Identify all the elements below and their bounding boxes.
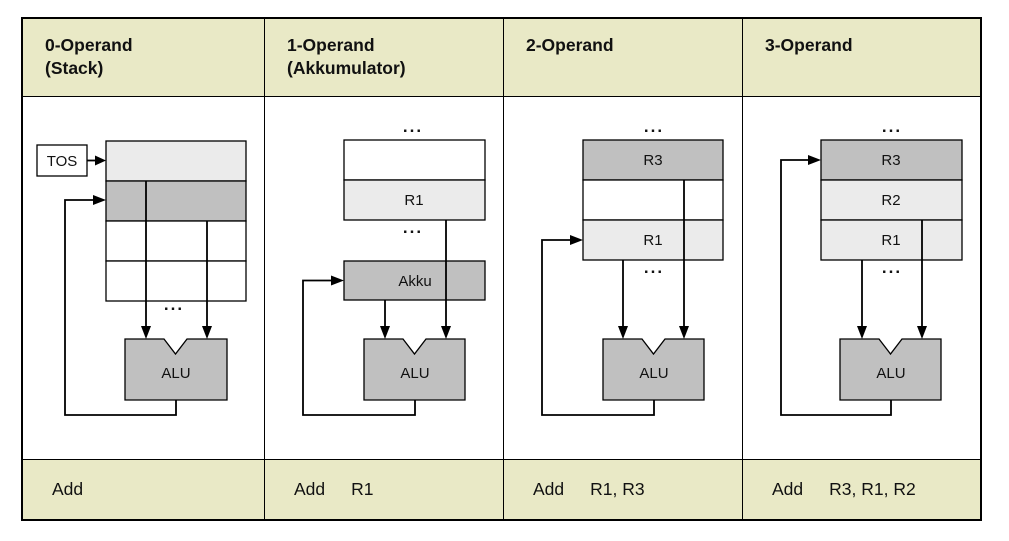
register-label: R2 [881, 192, 900, 209]
akku-label: Akku [398, 273, 431, 290]
right-arrowhead-icon [570, 235, 583, 245]
alu-label: ALU [161, 365, 190, 382]
register-row [343, 139, 486, 181]
writeback-path [64, 199, 177, 416]
register-row [582, 179, 724, 221]
alu-shape [124, 338, 228, 401]
column-0-operand: 0-Operand (Stack) TOS ... ALU [23, 19, 265, 519]
right-arrowhead-icon [93, 195, 106, 205]
tos-box [36, 144, 88, 177]
down-arrowhead-icon [441, 326, 451, 339]
header-line2: (Stack) [45, 58, 104, 78]
header-line1: 3-Operand [765, 35, 853, 55]
register-label: R1 [404, 192, 423, 209]
register-row [582, 139, 724, 181]
ellipsis: ... [403, 218, 423, 237]
right-arrowhead-icon [331, 275, 344, 286]
header-line1: 2-Operand [526, 35, 614, 55]
down-arrowhead-icon [857, 326, 867, 339]
column-1-operand: 1-Operand (Akkumulator) ... R1 ... Akku … [265, 19, 504, 519]
header-line1: 0-Operand [45, 35, 133, 55]
down-arrowhead-icon [202, 326, 212, 339]
comparison-table: 0-Operand (Stack) TOS ... ALU [21, 17, 982, 521]
two-operand-diagram-svg: ... R3 R1 ... ALU [541, 117, 724, 416]
register-row [820, 179, 963, 221]
tos-label: TOS [47, 153, 78, 170]
column-2-operand: 2-Operand ... R3 R1 ... ALU [504, 19, 743, 519]
ellipsis: ... [164, 295, 184, 314]
register-row [582, 219, 724, 261]
diagram-akkumulator-architecture: ... R1 ... Akku ALU [265, 97, 503, 459]
instruction-mnemonic: Add [294, 479, 326, 499]
register-row [820, 219, 963, 261]
down-arrowhead-icon [679, 326, 689, 339]
diagram-stack-architecture: TOS ... ALU [23, 97, 264, 459]
akkumulator-diagram-svg: ... R1 ... Akku ALU [302, 117, 486, 416]
alu-label: ALU [400, 365, 429, 382]
column-header-1-operand: 1-Operand (Akkumulator) [265, 19, 503, 97]
register-label: R1 [881, 232, 900, 249]
down-arrowhead-icon [141, 326, 151, 339]
right-arrowhead-icon [808, 155, 821, 165]
diagram-2-operand-architecture: ... R3 R1 ... ALU [504, 97, 742, 459]
ellipsis: ... [403, 117, 423, 136]
column-3-operand: 3-Operand ... R3 R2 R1 ... ALU [743, 19, 980, 519]
register-row [105, 220, 247, 262]
ellipsis: ... [882, 117, 902, 136]
instruction-row: Add R1, R3 [504, 459, 742, 519]
down-arrowhead-icon [380, 326, 390, 339]
instruction-operands: R1 [351, 479, 374, 499]
alu-label: ALU [639, 365, 668, 382]
column-header-3-operand: 3-Operand [743, 19, 980, 97]
register-row [105, 260, 247, 302]
instruction-operands: R1, R3 [590, 479, 645, 499]
register-label: R3 [881, 152, 900, 169]
down-arrowhead-icon [917, 326, 927, 339]
register-row [105, 140, 247, 182]
instruction-mnemonic: Add [52, 479, 84, 499]
alu-shape [839, 338, 942, 401]
register-row [820, 139, 963, 181]
register-label: R3 [643, 152, 662, 169]
writeback-path [302, 279, 416, 416]
ellipsis: ... [644, 117, 664, 136]
instruction-row: Add R3, R1, R2 [743, 459, 980, 519]
register-label: R1 [643, 232, 662, 249]
alu-shape [602, 338, 705, 401]
down-arrowhead-icon [618, 326, 628, 339]
header-line1: 1-Operand [287, 35, 375, 55]
writeback-path [541, 239, 655, 416]
instruction-operands: R3, R1, R2 [829, 479, 916, 499]
ellipsis: ... [644, 258, 664, 277]
register-row [105, 180, 247, 222]
tos-arrowhead-icon [95, 155, 106, 166]
instruction-row: Add [23, 459, 264, 519]
alu-label: ALU [876, 365, 905, 382]
three-operand-diagram-svg: ... R3 R2 R1 ... ALU [780, 117, 963, 416]
diagram-3-operand-architecture: ... R3 R2 R1 ... ALU [743, 97, 980, 459]
writeback-path [780, 159, 892, 416]
alu-shape [363, 338, 466, 401]
header-line2: (Akkumulator) [287, 58, 406, 78]
column-header-0-operand: 0-Operand (Stack) [23, 19, 264, 97]
stack-diagram-svg: TOS ... ALU [36, 140, 247, 416]
column-header-2-operand: 2-Operand [504, 19, 742, 97]
instruction-mnemonic: Add [533, 479, 565, 499]
instruction-row: Add R1 [265, 459, 503, 519]
ellipsis: ... [882, 258, 902, 277]
register-row [343, 179, 486, 221]
instruction-mnemonic: Add [772, 479, 804, 499]
